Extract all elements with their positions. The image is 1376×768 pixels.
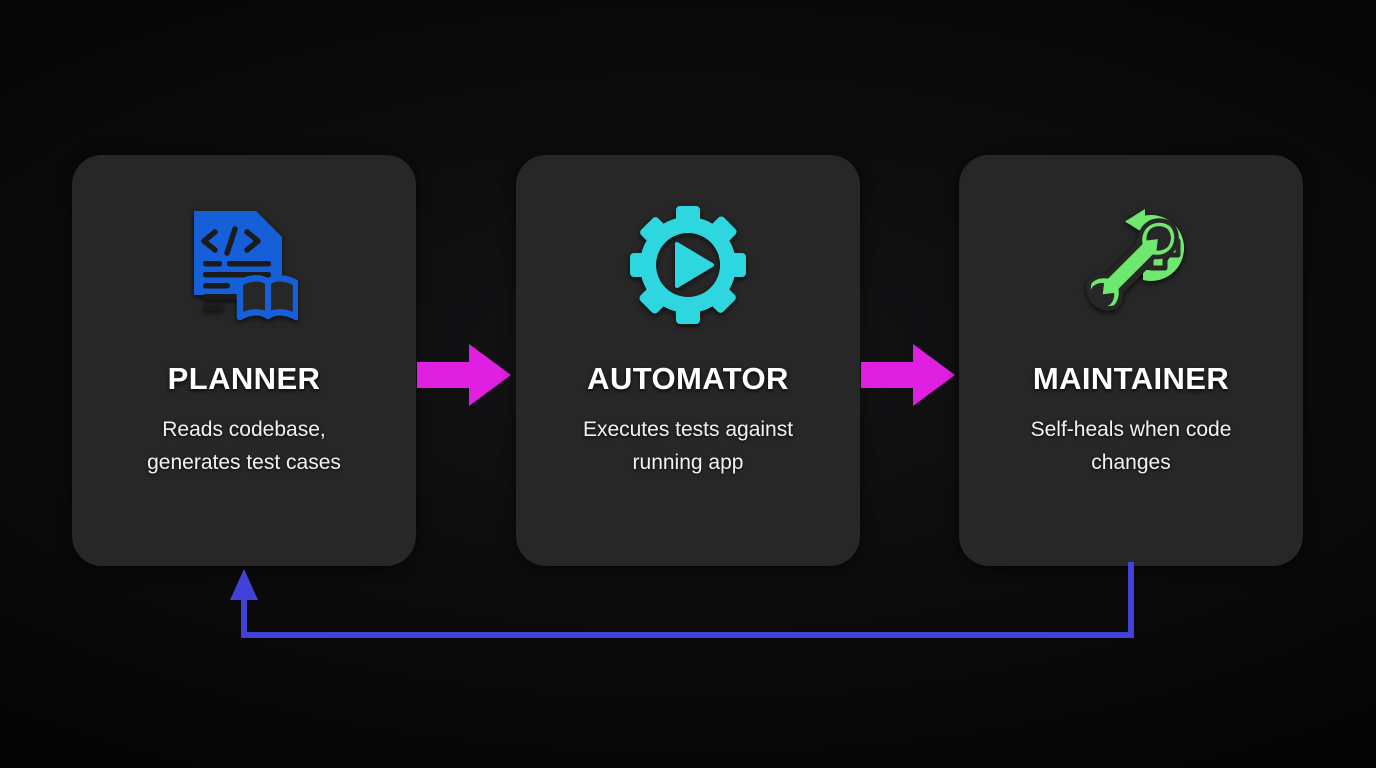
- up-arrow-loop-icon: [200, 555, 1180, 665]
- card-automator[interactable]: AUTOMATOR Executes tests against running…: [516, 155, 860, 566]
- card-description: Executes tests against running app: [582, 418, 794, 474]
- card-planner[interactable]: PLANNER Reads codebase, generates test c…: [72, 155, 416, 566]
- wrench-screwdriver-refresh-plus-icon: [959, 205, 1303, 325]
- card-title: PLANNER: [167, 361, 321, 396]
- right-arrow-icon: [417, 341, 513, 409]
- card-description: Self-heals when code changes: [1030, 418, 1232, 474]
- card-description: Reads codebase, generates test cases: [147, 418, 341, 474]
- right-arrow-icon: [861, 341, 957, 409]
- code-document-book-icon: [72, 205, 416, 325]
- gear-play-icon: [516, 205, 860, 325]
- card-title: MAINTAINER: [1032, 361, 1230, 396]
- card-title: AUTOMATOR: [587, 361, 789, 396]
- card-maintainer[interactable]: MAINTAINER Self-heals when code changes: [959, 155, 1303, 566]
